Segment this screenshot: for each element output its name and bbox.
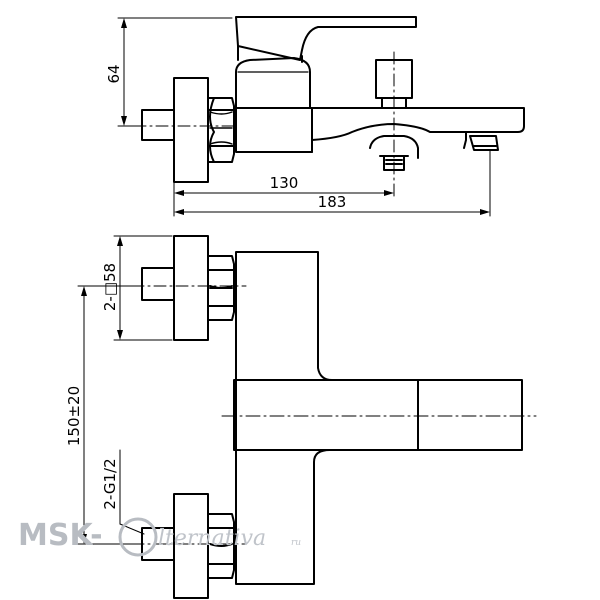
watermark-brand: MSK- [18, 518, 103, 553]
watermark-script: lternativa [158, 526, 266, 551]
side-lever-handle [235, 16, 417, 61]
side-cartridge-dome [235, 57, 311, 109]
front-upper-eccentric [141, 267, 175, 301]
side-hex-nut [207, 97, 235, 163]
front-spout-left [233, 379, 419, 451]
front-upper-nut [207, 255, 235, 321]
dim-183-label: 183 [318, 193, 347, 211]
side-view [117, 16, 525, 217]
watermark-suffix: ru [291, 538, 301, 548]
side-eccentric [141, 109, 175, 141]
dim-150-label: 150±20 [65, 386, 83, 446]
front-spout-right [417, 379, 523, 451]
dim-thread-label: 2-G1/2 [101, 458, 119, 509]
side-hex-nut-facets [209, 111, 233, 145]
front-lower-nut [207, 513, 235, 579]
dim-64-label: 64 [105, 64, 123, 83]
watermark-logo-ring [118, 517, 158, 557]
dim-130-label: 130 [270, 174, 299, 192]
side-flange [173, 77, 209, 183]
front-view [77, 235, 537, 599]
side-shower-outlet [369, 135, 419, 159]
dim-58-label: 2-□58 [101, 263, 119, 311]
front-upper-flange [173, 235, 209, 341]
side-shower-thread [379, 155, 409, 171]
side-aerator [469, 135, 499, 151]
side-main-body [235, 107, 525, 153]
side-spout-curve [311, 123, 467, 141]
watermark: MSK- lternativa ru [18, 517, 301, 557]
